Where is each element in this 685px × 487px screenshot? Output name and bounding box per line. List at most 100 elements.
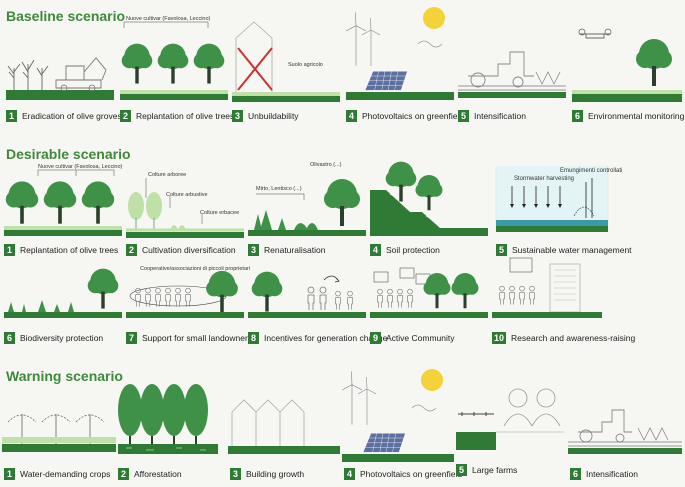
desirable-caption-3: 3 Renaturalisation: [248, 244, 325, 256]
step-label: Photovoltaics on greenfield: [362, 111, 464, 121]
step-label: Large farms: [472, 465, 517, 475]
desirable-panel-7: Cooperative/associazioni di piccoli prop…: [126, 266, 244, 346]
baseline-panel-1: 1 Eradication of olive groves: [6, 28, 114, 122]
desirable-title: Desirable scenario: [6, 146, 131, 162]
step-number: 4: [370, 244, 381, 256]
step-number: 1: [4, 244, 15, 256]
step-label: Research and awareness-raising: [511, 333, 635, 343]
photovoltaics-illustration: [342, 360, 454, 484]
step-number: 3: [230, 468, 241, 480]
baseline-panel-3: Suolo agricolo 3 Unbuildability: [232, 18, 340, 122]
monitoring-illustration: [572, 24, 682, 124]
desirable-panel-5: Stormwater harvesting Emungimenti contro…: [496, 166, 680, 258]
warning-panel-3: 3 Building growth: [228, 392, 340, 484]
step-number: 1: [4, 468, 15, 480]
baseline-caption-2: 2 Replantation of olive trees: [120, 110, 234, 122]
step-label: Building growth: [246, 469, 304, 479]
step-number: 4: [346, 110, 357, 122]
warning-panel-6: 6 Intensification: [568, 390, 682, 484]
soil-protection-illustration: [370, 156, 488, 258]
desirable-caption-1: 1 Replantation of olive trees: [4, 244, 118, 256]
step-number: 2: [126, 244, 137, 256]
step-number: 5: [458, 110, 469, 122]
eradication-illustration: [6, 28, 114, 122]
step-number: 4: [344, 468, 355, 480]
warning-caption-4: 4 Photovoltaics on greenfield: [344, 468, 462, 480]
desirable-caption-5: 5 Sustainable water management: [496, 244, 632, 256]
step-number: 1: [6, 110, 17, 122]
step-label: Water-demanding crops: [20, 469, 110, 479]
step-number: 10: [492, 332, 506, 344]
warning-title: Warning scenario: [6, 368, 123, 384]
emungimenti-note: Emungimenti controllati: [560, 168, 622, 174]
step-number: 6: [572, 110, 583, 122]
step-label: Replantation of olive trees: [136, 111, 234, 121]
photovoltaics-illustration: [346, 4, 454, 122]
step-label: Replantation of olive trees: [20, 245, 118, 255]
step-number: 3: [248, 244, 259, 256]
desirable-panel-8: 8 Incentives for generation change: [248, 266, 366, 346]
desirable-caption-10: 10 Research and awareness-raising: [492, 332, 635, 344]
step-label: Renaturalisation: [264, 245, 325, 255]
step-number: 2: [118, 468, 129, 480]
desirable-caption-7: 7 Support for small landowners: [126, 332, 252, 344]
warning-panel-5: 5 Large farms: [454, 384, 566, 484]
step-label: Incentives for generation change: [264, 333, 387, 343]
step-label: Unbuildability: [248, 111, 299, 121]
baseline-title: Baseline scenario: [6, 8, 125, 24]
step-number: 5: [456, 464, 467, 476]
step-label: Support for small landowners: [142, 333, 252, 343]
sun-icon: [423, 7, 445, 29]
baseline-caption-1: 1 Eradication of olive groves: [6, 110, 122, 122]
step-label: Cultivation diversification: [142, 245, 236, 255]
step-label: Environmental monitoring: [588, 111, 684, 121]
desirable-panel-6: 6 Biodiversity protection: [4, 266, 122, 346]
step-label: Afforestation: [134, 469, 182, 479]
stormwater-note: Stormwater harvesting: [514, 176, 574, 182]
desirable-panel-1: Nuove cultivar (Favolosa, Leccino) 1 Rep…: [4, 162, 122, 258]
warning-panel-4: 4 Photovoltaics on greenfield: [342, 360, 454, 484]
warning-caption-5: 5 Large farms: [456, 464, 517, 476]
warning-panel-2: 2 Afforestation: [116, 380, 228, 484]
desirable-caption-4: 4 Soil protection: [370, 244, 440, 256]
step-number: 6: [570, 468, 581, 480]
step-number: 9: [370, 332, 381, 344]
warning-caption-3: 3 Building growth: [230, 468, 304, 480]
desirable-panel-2: Colture arboree Colture arbustive Coltur…: [126, 168, 244, 258]
step-label: Active Community: [386, 333, 455, 343]
desirable-caption-2: 2 Cultivation diversification: [126, 244, 236, 256]
baseline-caption-6: 6 Environmental monitoring: [572, 110, 684, 122]
step-label: Intensification: [474, 111, 526, 121]
desirable-panel-10: 10 Research and awareness-raising: [492, 256, 672, 346]
step-label: Soil protection: [386, 245, 440, 255]
step-number: 3: [232, 110, 243, 122]
intensification-illustration: [458, 28, 566, 122]
unbuildability-illustration: [232, 18, 340, 122]
desirable-caption-8: 8 Incentives for generation change: [248, 332, 387, 344]
step-number: 6: [4, 332, 15, 344]
baseline-caption-3: 3 Unbuildability: [232, 110, 299, 122]
step-label: Biodiversity protection: [20, 333, 103, 343]
step-number: 2: [120, 110, 131, 122]
desirable-panel-3: Olivastro (...) Mirto, Lentisco (...) 3 …: [248, 160, 366, 258]
baseline-panel-4: 4 Photovoltaics on greenfield: [346, 4, 454, 122]
step-number: 7: [126, 332, 137, 344]
replantation-illustration: [120, 12, 228, 122]
warning-caption-1: 1 Water-demanding crops: [4, 468, 110, 480]
desirable-panel-9: 9 Active Community: [370, 266, 488, 346]
baseline-caption-5: 5 Intensification: [458, 110, 526, 122]
sun-icon: [421, 369, 443, 391]
step-label: Photovoltaics on greenfield: [360, 469, 462, 479]
desirable-panel-4: 4 Soil protection: [370, 156, 488, 258]
baseline-panel-5: 5 Intensification: [458, 28, 566, 122]
step-label: Intensification: [586, 469, 638, 479]
tree-icon: [636, 39, 672, 86]
step-label: Sustainable water management: [512, 245, 632, 255]
step-label: Eradication of olive groves: [22, 111, 122, 121]
warning-caption-2: 2 Afforestation: [118, 468, 182, 480]
baseline-caption-4: 4 Photovoltaics on greenfield: [346, 110, 464, 122]
warning-panel-1: 1 Water-demanding crops: [2, 392, 116, 484]
baseline-panel-6: 6 Environmental monitoring: [572, 24, 682, 124]
step-number: 5: [496, 244, 507, 256]
desirable-caption-9: 9 Active Community: [370, 332, 455, 344]
